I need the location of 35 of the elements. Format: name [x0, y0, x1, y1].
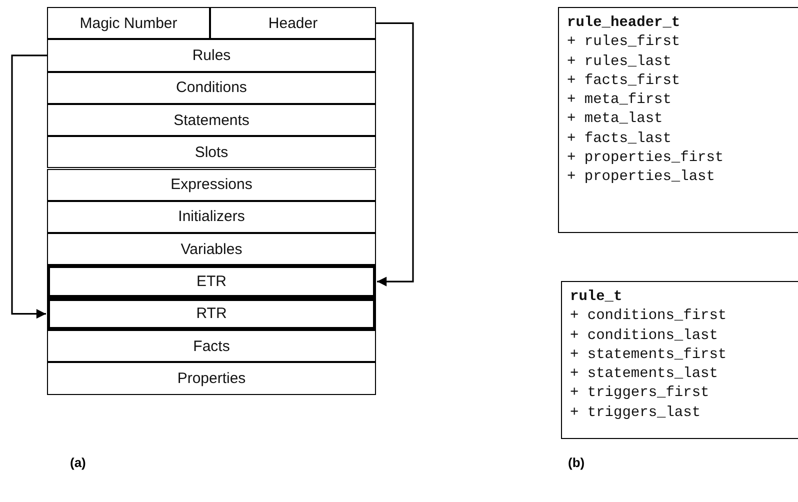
class-field: + rules_first: [567, 33, 790, 53]
class-field: + statements_last: [570, 365, 790, 384]
memory-section: Slots: [47, 136, 376, 168]
memory-section: Variables: [47, 233, 376, 266]
class-field: + conditions_last: [570, 326, 790, 346]
class-field: + triggers_last: [570, 404, 790, 424]
memory-section: Statements: [47, 104, 376, 136]
class-name: rule_t: [570, 288, 624, 307]
class-field: + conditions_first: [570, 307, 790, 327]
class-field: + properties_first: [567, 149, 790, 168]
memory-section: RTR: [47, 298, 376, 330]
panel-label: (b): [568, 455, 585, 470]
class-field: + statements_first: [570, 346, 790, 366]
class-field: + properties_last: [567, 168, 790, 188]
memory-section: Expressions: [47, 168, 376, 201]
arrow: [11, 54, 47, 319]
class-box: [561, 281, 798, 439]
class-box: [558, 7, 798, 233]
class-field: + meta_last: [567, 110, 790, 130]
memory-section: ETR: [47, 265, 376, 298]
class-field: + meta_first: [567, 91, 790, 110]
class-name: rule_header_t: [567, 14, 682, 33]
class-field: + rules_last: [567, 52, 790, 72]
class-field: + facts_first: [567, 72, 790, 92]
arrow: [376, 22, 414, 286]
memory-section: Properties: [47, 362, 376, 395]
panel-label: (a): [70, 455, 86, 470]
memory-section: Header: [210, 7, 376, 40]
memory-section: Facts: [47, 330, 376, 362]
memory-section: Magic Number: [47, 7, 210, 40]
class-field: + facts_last: [567, 130, 790, 150]
class-field: + triggers_first: [570, 384, 790, 404]
memory-section: Conditions: [47, 72, 376, 104]
memory-section: Initializers: [47, 200, 376, 234]
memory-section: Rules: [47, 39, 376, 72]
